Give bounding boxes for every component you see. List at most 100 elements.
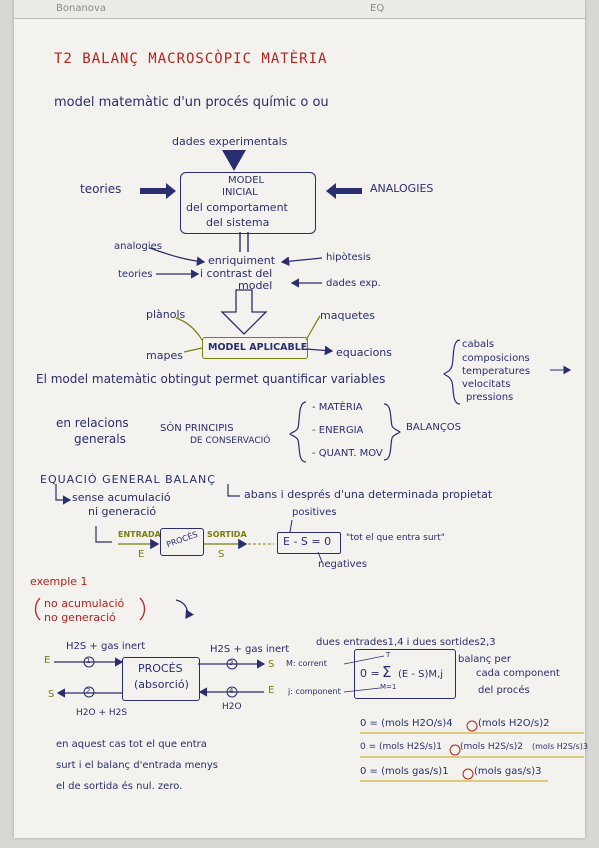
- variable-pressions: pressions: [466, 392, 514, 403]
- arrow-teories: [140, 183, 176, 199]
- balance-eq-sum-bottom: M=1: [380, 683, 397, 691]
- balance-line-2: 0 = (mols H2S/s)1 (mols H2S/s)2 (mols H2…: [360, 741, 588, 757]
- conditions-right-brace: [139, 597, 146, 621]
- balance-line-3: 0 = (mols gas/s)1 (mols gas/s)3: [360, 765, 584, 781]
- stream-s-bottom: S: [48, 689, 55, 700]
- header-code: EQ: [370, 3, 385, 14]
- arrow-planols: [175, 317, 203, 341]
- balance-line-2-a: 0 = (mols H2S/s)1: [360, 742, 442, 752]
- balance-eq-body: (E - S)M,j: [398, 669, 444, 680]
- balance-line-1-b: (mols H2O/s)2: [478, 718, 550, 729]
- absorption-process-box: [122, 657, 200, 701]
- right-note-hipotesis: hipòtesis: [326, 252, 371, 263]
- relations-right-brace: [383, 403, 401, 461]
- variables-brace: [443, 339, 461, 405]
- output-maquetes: maquetes: [320, 309, 375, 322]
- node-2: 2: [86, 687, 91, 695]
- output-planols: plànols: [146, 308, 186, 321]
- enrich-label-3: model: [238, 279, 273, 292]
- j-label: j: component: [288, 687, 341, 696]
- process-box-title: PROCÉS: [138, 662, 183, 675]
- enrich-label-2: i contrast del: [200, 267, 273, 280]
- conditions-left-brace: [34, 597, 41, 621]
- conclusion-line-3: el de sortida és nul. zero.: [56, 781, 183, 792]
- node-2-circle: [83, 686, 95, 698]
- arrow-maquetes: [305, 315, 321, 341]
- relation-materia: - MATÈRIA: [312, 402, 363, 413]
- stream-in-bottom: H2O + H2S: [76, 708, 128, 718]
- balance-eq-sum-top: T: [386, 651, 391, 659]
- hook-left-note: [55, 484, 72, 505]
- conclusion-line-2: surt i el balanç d'entrada menys: [56, 760, 218, 771]
- balance-line-3-b: (mols gas/s)3: [474, 766, 542, 777]
- arrow-hipotesis: [280, 256, 323, 267]
- left-note-analogies: analogies: [114, 241, 162, 252]
- balance-line-2-c: (mols H2S/s)3: [532, 742, 588, 751]
- page-subtitle: model matemàtic d'un procés químic o ou: [54, 95, 329, 110]
- conclusion-line-1: en aquest cas tot el que entra: [56, 739, 207, 750]
- example-condition-1: no acumulació: [44, 597, 125, 610]
- proces-mini-box: [160, 528, 204, 556]
- arrow-analogies: [326, 183, 362, 199]
- stream-out-top: H2S + gas inert: [210, 644, 290, 655]
- stream-e-top: E: [44, 655, 51, 666]
- diagram-right-input: ANALOGIES: [370, 182, 434, 195]
- right-note-dades: dades exp.: [326, 278, 381, 289]
- balanc-note-1: balanç per: [458, 654, 512, 665]
- left-note-teories: teories: [118, 269, 153, 280]
- stream-in-top: H2S + gas inert: [66, 641, 146, 652]
- variable-temperatures: temperatures: [462, 366, 531, 377]
- eq-left-note-1: sense acumulació: [72, 491, 171, 504]
- minus-circle-3: [462, 768, 474, 780]
- balance-equation-box: [354, 649, 456, 699]
- page-title: T2 BALANÇ MACROSCÒPIC MATÈRIA: [54, 51, 328, 67]
- relations-balances: BALANÇOS: [406, 422, 462, 433]
- entrada-e: E: [138, 549, 145, 560]
- entrada-label: ENTRADA: [118, 530, 161, 539]
- conditions-arrow: [175, 599, 194, 619]
- model-applicable-label: MODEL APLICABLE: [208, 342, 308, 353]
- balance-line-3-a: 0 = (mols gas/s)1: [360, 766, 449, 777]
- minus-circle-1: [466, 720, 478, 732]
- node-3: 3: [229, 659, 234, 667]
- model-text: El model matemàtic obtingut permet quant…: [36, 372, 386, 386]
- balance-line-1: 0 = (mols H2O/s)4 (mols H2O/s)2: [360, 717, 584, 733]
- arrow-box-down: [239, 232, 249, 252]
- negatives-label: negatives: [318, 559, 367, 570]
- relation-energia: - ENERGIA: [312, 425, 364, 436]
- balance-line-1-a: 0 = (mols H2O/s)4: [360, 718, 453, 729]
- header-school: Bonanova: [56, 3, 106, 14]
- variable-cabals: cabals: [462, 339, 495, 350]
- stream-e-bottom: E: [268, 685, 275, 696]
- process-box-subtitle: (absorció): [134, 678, 189, 691]
- relations-middle-2: DE CONSERVACIÓ: [190, 436, 271, 446]
- relations-left-brace: [289, 401, 307, 463]
- node-4: 4: [229, 687, 234, 695]
- positives-label: positives: [292, 507, 337, 518]
- stream-s-top: S: [268, 659, 275, 670]
- relations-left-2: generals: [74, 432, 126, 446]
- sigma-icon: Σ: [382, 663, 392, 681]
- variable-velocitats: velocitats: [462, 379, 511, 390]
- example-condition-2: no generació: [44, 611, 116, 624]
- negatives-pointer: [317, 551, 323, 563]
- node-4-circle: [226, 686, 238, 698]
- model-box-line-1: MODEL: [228, 175, 265, 186]
- sortida-label: SORTIDA: [207, 530, 247, 539]
- balanc-note-3: del procés: [478, 685, 530, 696]
- model-box-line-2: INICIAL: [222, 187, 258, 198]
- relations-left-1: en relacions: [56, 416, 129, 430]
- diagram-left-input: teories: [80, 182, 122, 196]
- output-equacions: equacions: [336, 346, 392, 359]
- node-1-circle: [83, 656, 95, 668]
- equation-section-title: EQUACIÓ GENERAL BALANÇ: [40, 473, 216, 486]
- balance-line-2-b: (mols H2S/s)2: [460, 742, 523, 752]
- model-box-line-4: del sistema: [206, 216, 270, 229]
- relation-quant-mov: - QUANT. MOV: [312, 448, 383, 459]
- eq-left-note-2: ni generació: [88, 505, 157, 518]
- output-mapes: mapes: [146, 349, 183, 362]
- example-title: exemple 1: [30, 575, 88, 588]
- node-3-circle: [226, 658, 238, 670]
- model-box-line-3: del comportament: [186, 201, 288, 214]
- m-pointer: [343, 655, 385, 665]
